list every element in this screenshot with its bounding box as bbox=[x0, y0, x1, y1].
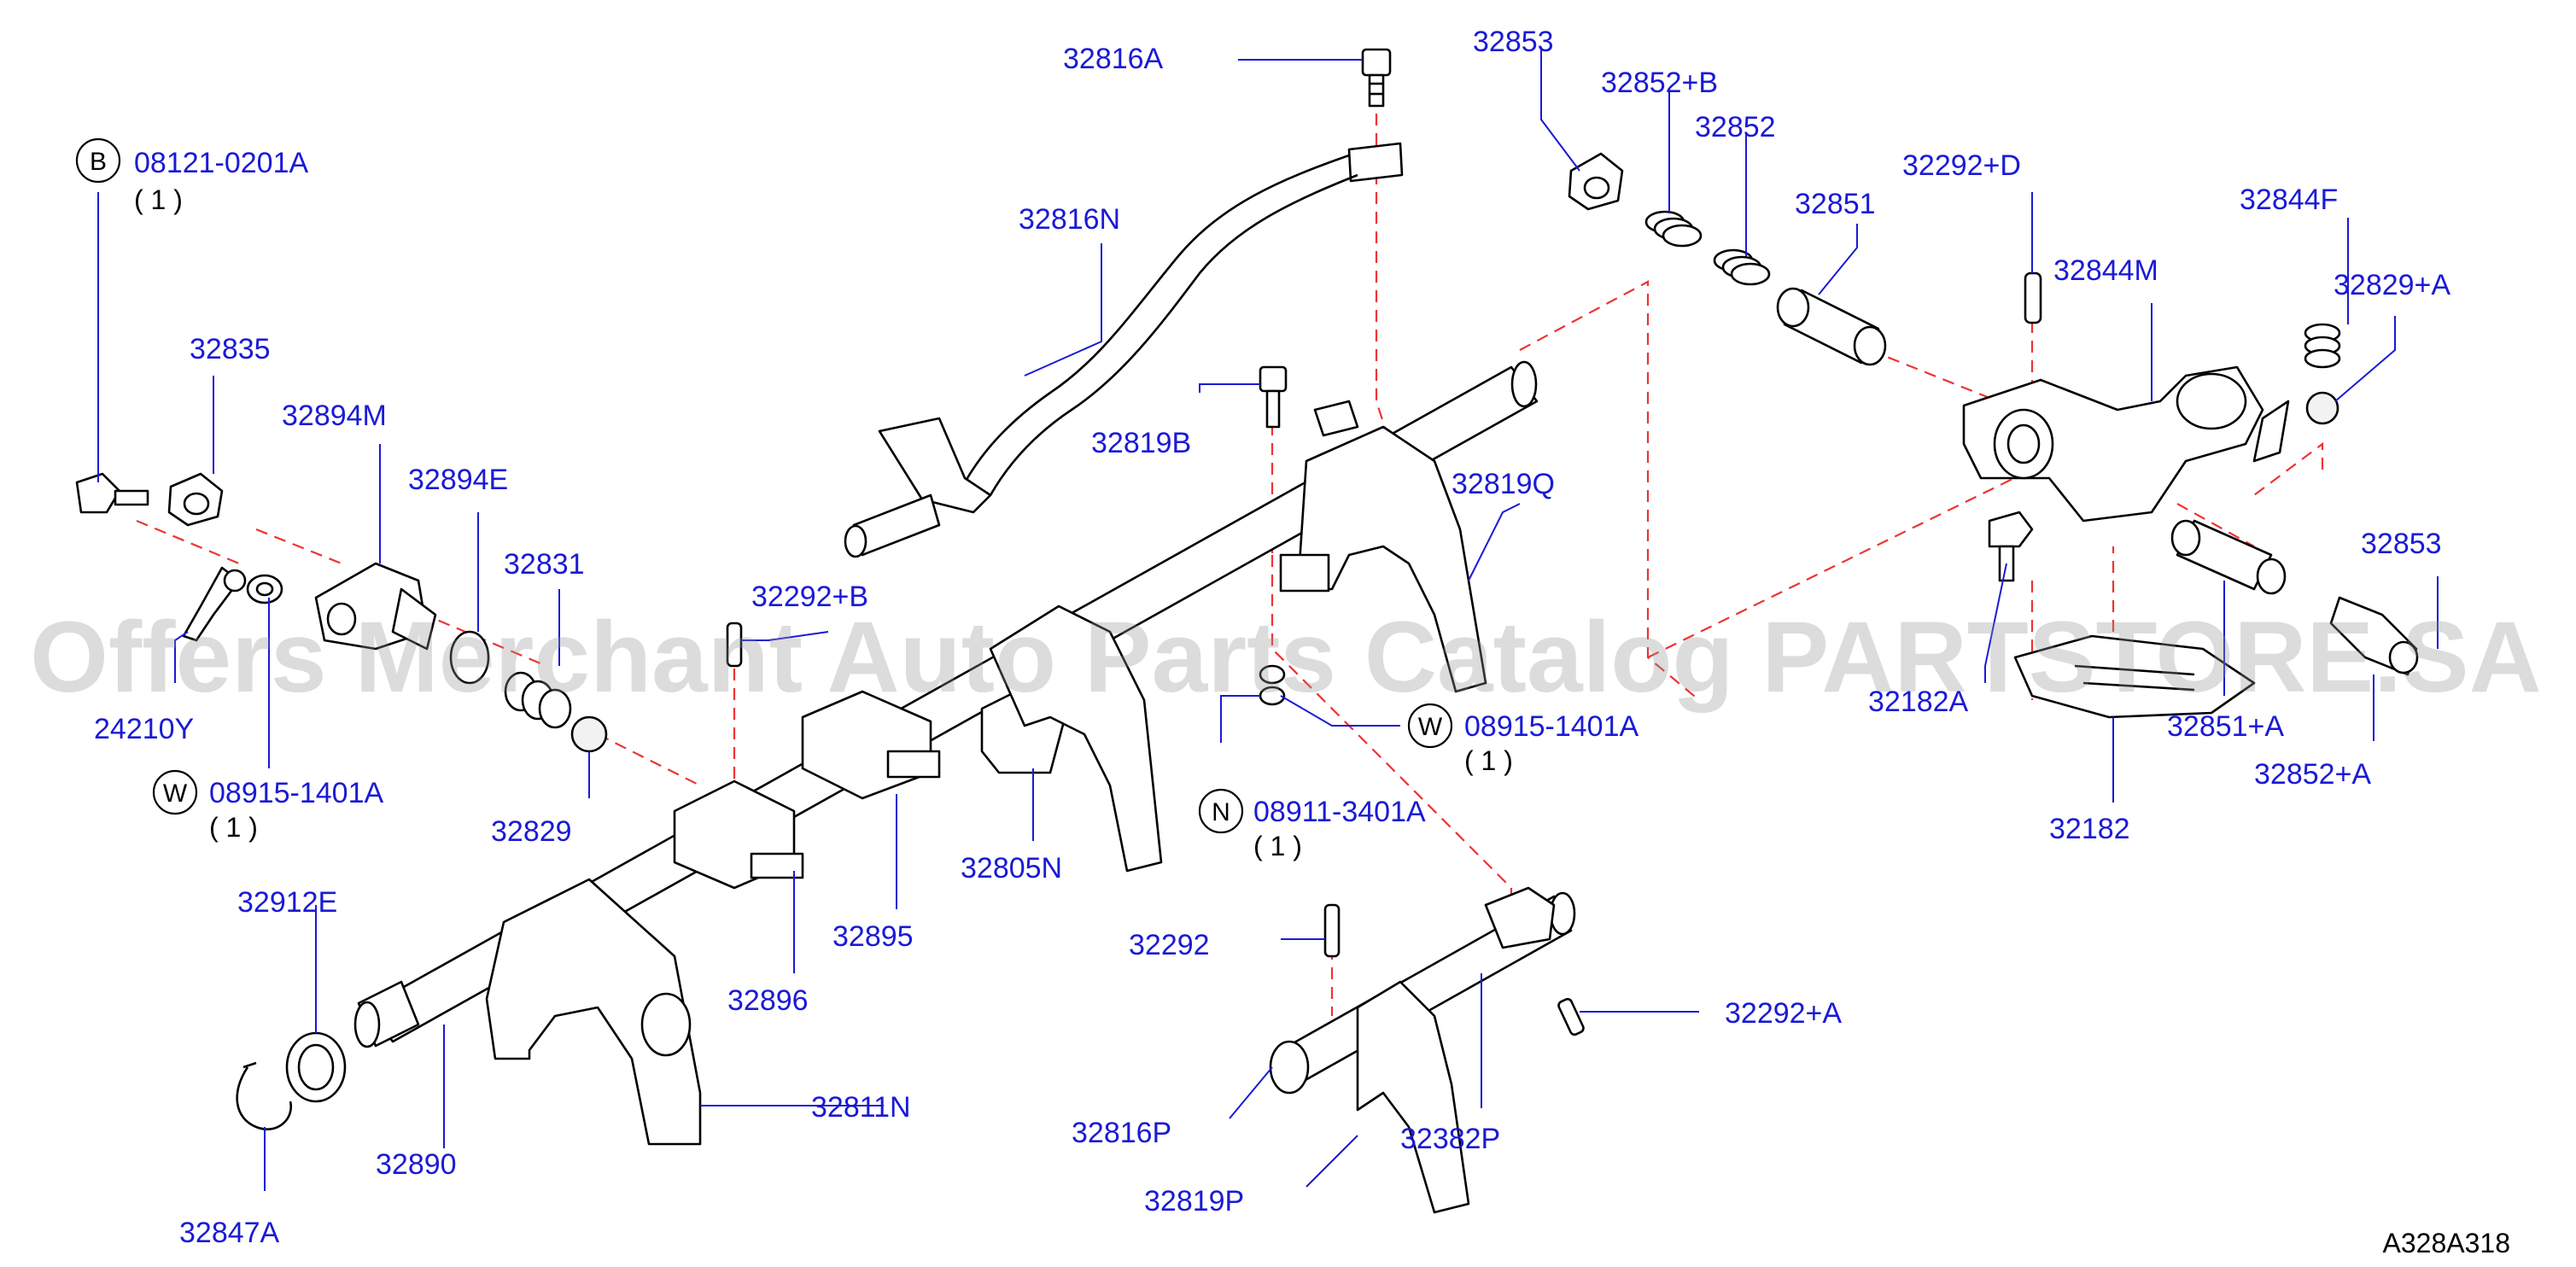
bolt-32182A bbox=[1988, 511, 2034, 582]
bolt-symbol-badge: B bbox=[75, 137, 121, 184]
plate-32182 bbox=[2013, 634, 2256, 719]
bracket-32816P bbox=[1484, 886, 1556, 949]
label-32816A[interactable]: 32816A bbox=[1063, 43, 1164, 75]
snap-ring-32847A bbox=[236, 1061, 293, 1130]
label-32851A[interactable]: 32851+A bbox=[2167, 710, 2284, 743]
label-32816P[interactable]: 32816P bbox=[1072, 1117, 1171, 1149]
label-32182[interactable]: 32182 bbox=[2049, 813, 2130, 845]
label-32829A[interactable]: 32829+A bbox=[2334, 269, 2450, 301]
housing-32844M bbox=[1962, 365, 2290, 523]
qty-08911-3401A: ( 1 ) bbox=[1253, 831, 1302, 861]
label-32851[interactable]: 32851 bbox=[1795, 188, 1876, 220]
label-32853-top[interactable]: 32853 bbox=[1473, 26, 1554, 58]
label-32829[interactable]: 32829 bbox=[491, 815, 572, 848]
label-32895[interactable]: 32895 bbox=[832, 920, 914, 953]
label-32847A[interactable]: 32847A bbox=[179, 1217, 280, 1249]
pin-32292D bbox=[2024, 272, 2042, 324]
label-32816N[interactable]: 32816N bbox=[1019, 203, 1120, 236]
label-32182A[interactable]: 32182A bbox=[1868, 686, 1969, 718]
seal-32912E bbox=[285, 1031, 347, 1103]
ball-32829 bbox=[570, 715, 608, 753]
watermark-text: Offers Merchant Auto Parts Catalog PARTS… bbox=[30, 601, 2542, 714]
bolt-symbol-letter: B bbox=[90, 148, 107, 176]
plunger-32851 bbox=[1776, 287, 1887, 366]
label-32852[interactable]: 32852 bbox=[1695, 111, 1776, 143]
ball-32829A bbox=[2305, 391, 2339, 425]
bolt-32816A bbox=[1361, 48, 1392, 108]
seal-32894E bbox=[449, 630, 490, 685]
figure-reference-code: A328A318 bbox=[2383, 1228, 2510, 1258]
qty-08915-1401A-right: ( 1 ) bbox=[1464, 745, 1513, 776]
label-08915-1401A-left[interactable]: 08915-1401A bbox=[209, 777, 384, 809]
label-32896[interactable]: 32896 bbox=[727, 984, 809, 1017]
label-32912E[interactable]: 32912E bbox=[237, 886, 337, 919]
label-32819Q[interactable]: 32819Q bbox=[1452, 468, 1555, 500]
label-32835[interactable]: 32835 bbox=[190, 333, 271, 365]
symbol-circles: B W W N bbox=[75, 137, 1453, 834]
label-32805N[interactable]: 32805N bbox=[961, 852, 1062, 885]
label-32894M[interactable]: 32894M bbox=[282, 400, 387, 432]
label-32844F[interactable]: 32844F bbox=[2240, 184, 2338, 216]
main-shift-rod-assembly bbox=[353, 360, 1539, 1146]
bolt-32819B bbox=[1259, 365, 1288, 429]
washer-symbol-badge-left: W bbox=[152, 769, 198, 815]
plug-32853-right bbox=[2329, 596, 2419, 676]
nut-32835 bbox=[167, 472, 224, 527]
label-32292D[interactable]: 32292+D bbox=[1902, 149, 2021, 182]
washer-08915-left bbox=[246, 574, 283, 604]
washer-24210Y bbox=[182, 566, 247, 642]
pin-32292B bbox=[726, 622, 743, 668]
label-32890[interactable]: 32890 bbox=[376, 1148, 457, 1181]
label-32852A[interactable]: 32852+A bbox=[2254, 758, 2371, 791]
label-08911-3401A[interactable]: 08911-3401A bbox=[1253, 796, 1426, 828]
fork-32819P bbox=[1356, 980, 1470, 1214]
label-32819B[interactable]: 32819B bbox=[1091, 427, 1191, 459]
spring-32844F bbox=[2304, 323, 2341, 369]
qty-08121-0201A: ( 1 ) bbox=[134, 184, 183, 215]
label-08121-0201A[interactable]: 08121-0201A bbox=[134, 147, 309, 179]
washer-symbol-letter: W bbox=[1418, 713, 1443, 741]
pin-32292A bbox=[1557, 997, 1585, 1036]
shift-rod-32816N bbox=[844, 142, 1404, 558]
label-32853-right[interactable]: 32853 bbox=[2361, 528, 2442, 560]
label-08915-1401A-right[interactable]: 08915-1401A bbox=[1464, 710, 1639, 743]
label-32819P[interactable]: 32819P bbox=[1144, 1185, 1244, 1217]
shift-rod-32382P bbox=[1269, 891, 1576, 1095]
nut-symbol-letter: N bbox=[1212, 798, 1230, 826]
label-32292A[interactable]: 32292+A bbox=[1725, 997, 1842, 1030]
spring-32852 bbox=[1713, 248, 1771, 286]
plunger-32851A bbox=[2170, 519, 2287, 595]
nut-symbol-badge: N bbox=[1198, 788, 1244, 834]
label-32844M[interactable]: 32844M bbox=[2053, 254, 2158, 287]
bolt-08121 bbox=[75, 472, 149, 514]
part-labels: 32816A 32853 32852+B 32852 32292+D 08121… bbox=[94, 26, 2450, 1249]
label-32852B[interactable]: 32852+B bbox=[1601, 67, 1718, 99]
label-32382P[interactable]: 32382P bbox=[1400, 1123, 1500, 1155]
label-32292B[interactable]: 32292+B bbox=[751, 581, 868, 613]
spring-32852B bbox=[1644, 210, 1703, 248]
leader-lines bbox=[97, 47, 2439, 1191]
washer-symbol-badge-right: W bbox=[1407, 703, 1453, 749]
spring-32831 bbox=[504, 671, 572, 729]
plug-32853-top bbox=[1568, 152, 1624, 211]
label-32811N[interactable]: 32811N bbox=[811, 1091, 911, 1124]
pin-32292 bbox=[1323, 903, 1341, 958]
washer-symbol-letter: W bbox=[163, 779, 188, 808]
label-32894E[interactable]: 32894E bbox=[408, 464, 508, 496]
bracket-32894M bbox=[314, 562, 437, 651]
label-24210Y[interactable]: 24210Y bbox=[94, 713, 194, 745]
label-32292[interactable]: 32292 bbox=[1129, 929, 1210, 961]
label-32831[interactable]: 32831 bbox=[504, 548, 585, 581]
parts-artwork bbox=[75, 48, 2419, 1214]
qty-08915-1401A-left: ( 1 ) bbox=[209, 812, 258, 843]
